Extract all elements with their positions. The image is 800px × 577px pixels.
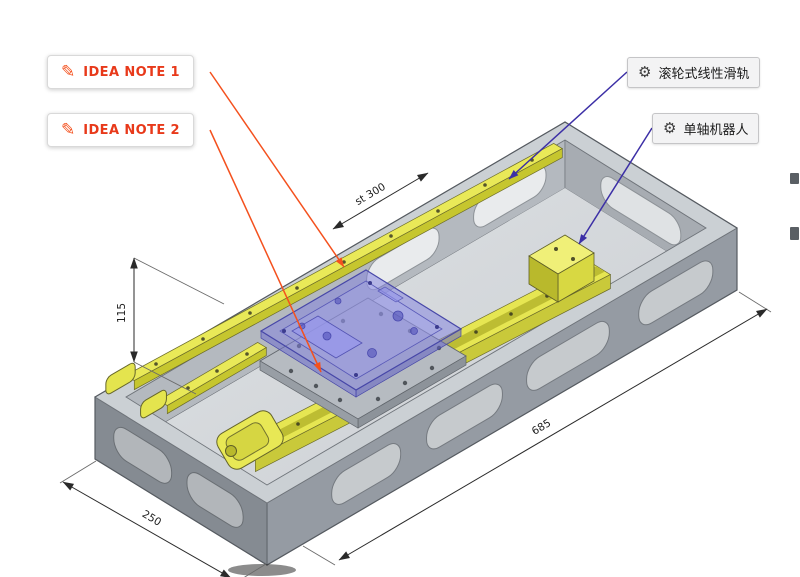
idea-note-1-button[interactable]: ✎ IDEA NOTE 1 (47, 55, 194, 89)
dim-travel-label: st 300 (353, 181, 387, 208)
dim-width-label: 250 (140, 508, 163, 529)
idea-note-1-label: IDEA NOTE 1 (83, 64, 180, 80)
rail-end-bracket (141, 388, 167, 420)
dimension-115: 115 (116, 257, 225, 395)
leader-lines (209, 71, 653, 373)
edge-artifact (790, 227, 799, 240)
dim-height-label: 115 (116, 303, 128, 323)
pencil-icon: ✎ (61, 61, 76, 82)
frame-outline (94, 121, 738, 566)
gear-icon: ⚙ (663, 119, 677, 137)
edge-artifact (790, 173, 799, 184)
leader-idea-note-1 (209, 71, 345, 268)
dim-length-label: 685 (530, 417, 553, 438)
frame-end-wall-slot (601, 171, 681, 250)
robot-label: 单轴机器人 (683, 123, 749, 138)
rail-end-bracket (106, 361, 135, 396)
leader-guide-rail (508, 71, 628, 180)
part-label-guide-rail[interactable]: ⚙ 滚轮式线性滑轨 (627, 57, 761, 88)
gear-icon: ⚙ (638, 63, 652, 81)
actuator-end-block (528, 234, 595, 303)
part-label-robot[interactable]: ⚙ 单轴机器人 (652, 113, 760, 144)
pencil-icon: ✎ (61, 119, 76, 140)
idea-note-2-label: IDEA NOTE 2 (83, 122, 180, 138)
leader-idea-note-2 (209, 129, 322, 373)
linear-guide-rail-front (141, 341, 267, 420)
frame-corner-shadow (228, 564, 296, 576)
motor-shaft (225, 445, 237, 457)
leader-robot (578, 127, 653, 245)
guide-rail-label: 滚轮式线性滑轨 (658, 67, 750, 82)
idea-note-2-button[interactable]: ✎ IDEA NOTE 2 (47, 113, 194, 147)
